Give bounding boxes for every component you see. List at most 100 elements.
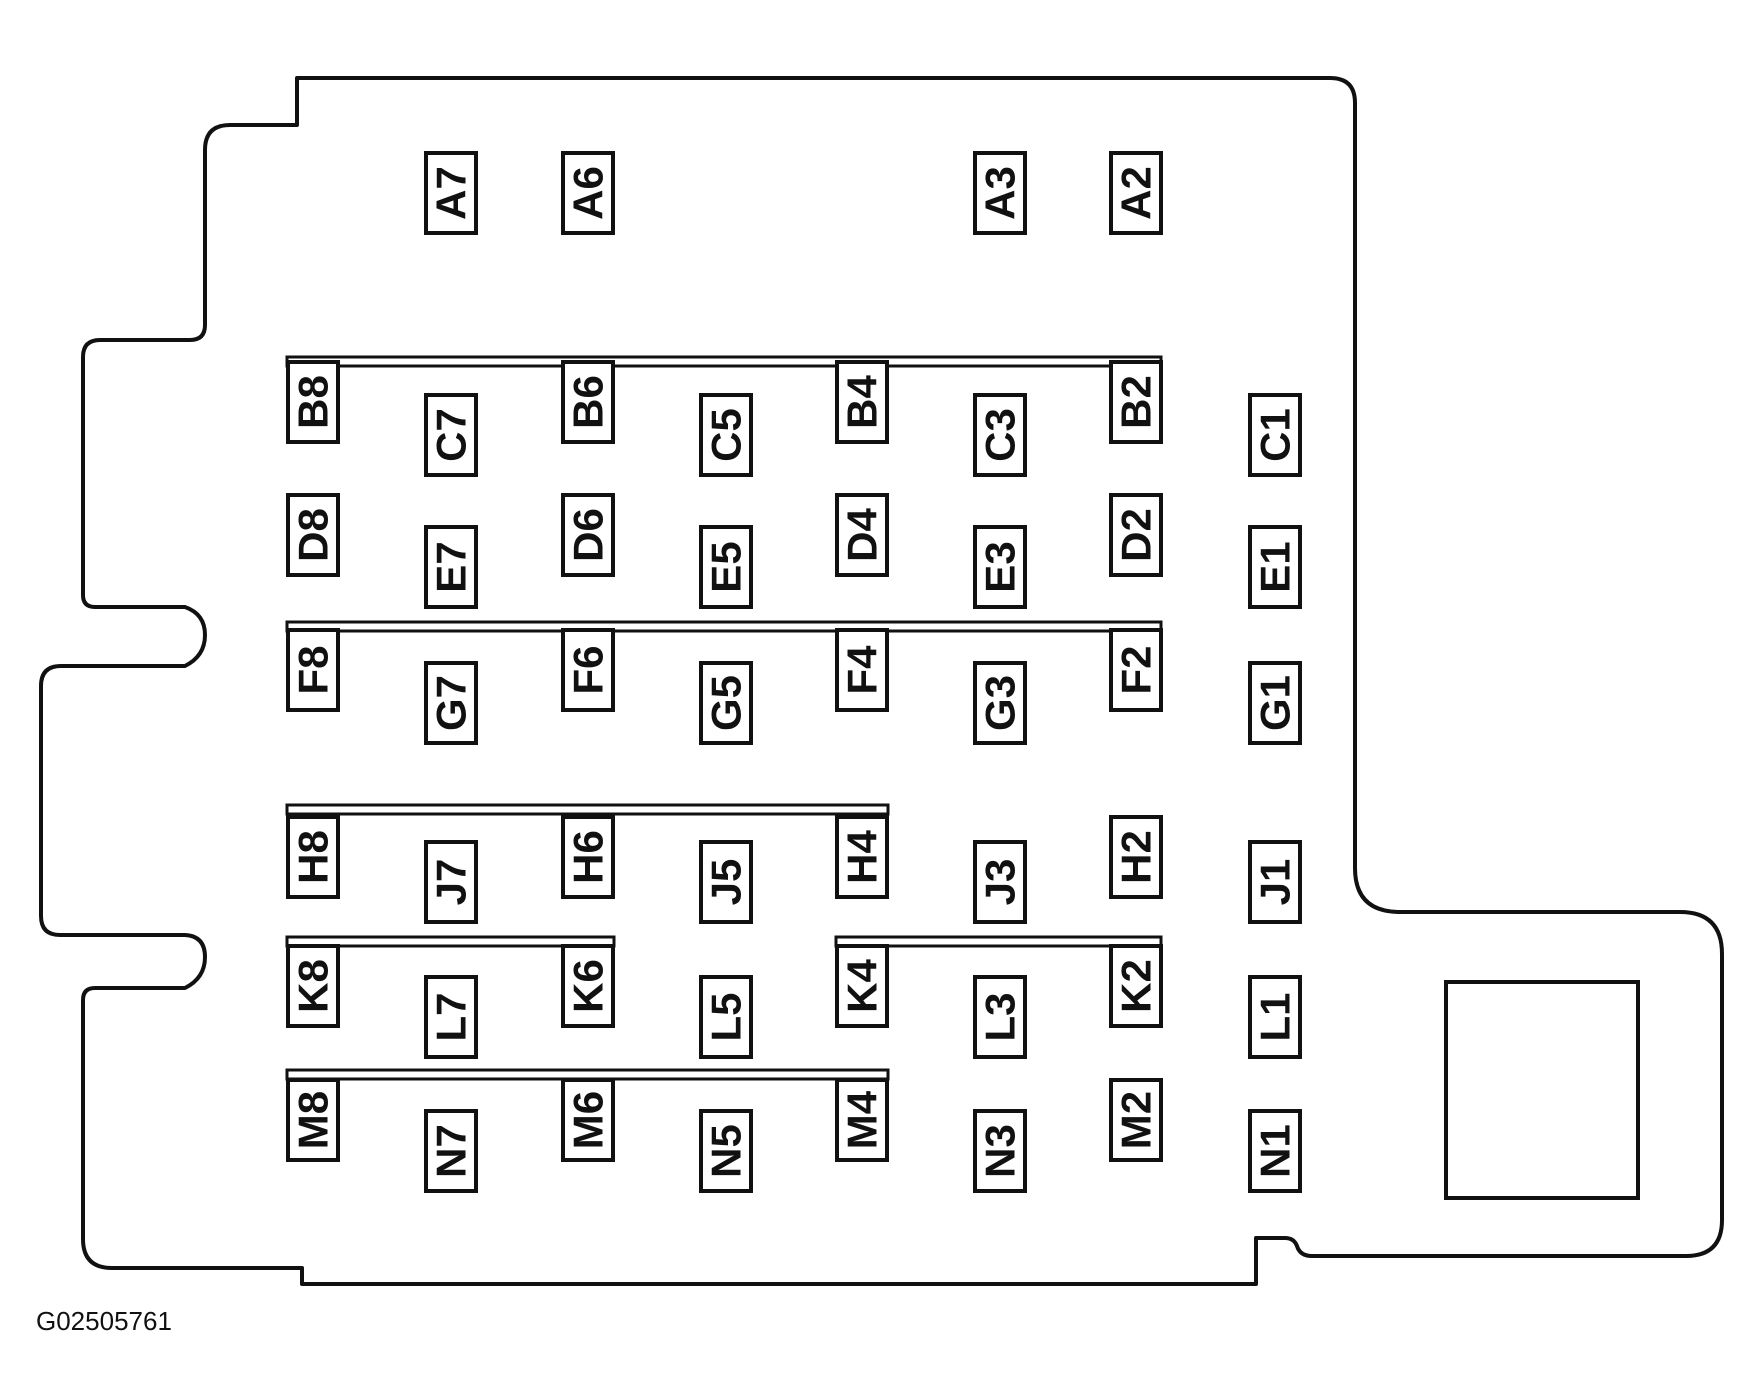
fuse-label: L1 — [1252, 992, 1299, 1041]
fuse-label: M4 — [839, 1090, 886, 1149]
fuse-box — [699, 525, 753, 609]
fuse-label: G5 — [703, 675, 750, 731]
fuse-label: C1 — [1252, 408, 1299, 462]
relay-socket — [1444, 980, 1640, 1200]
fuse-label: A6 — [565, 166, 612, 220]
bus-bar-k-left — [285, 935, 616, 948]
bus-bar-m — [285, 1068, 890, 1081]
fuse-label: J1 — [1252, 859, 1299, 906]
fuse-label: B8 — [290, 375, 337, 429]
fuse-l7: L7 — [424, 975, 478, 1059]
fuse-e7: E7 — [424, 525, 478, 609]
fuse-m8: M8 — [286, 1078, 340, 1162]
fuse-label: A7 — [428, 166, 475, 220]
fuse-l1: L1 — [1248, 975, 1302, 1059]
fuse-m2: M2 — [1109, 1078, 1163, 1162]
fuse-box — [1109, 493, 1163, 577]
fuse-panel-outline — [39, 76, 1724, 1286]
fuse-f2: F2 — [1109, 628, 1163, 712]
fuse-box — [286, 628, 340, 712]
fuse-label: N1 — [1252, 1124, 1299, 1178]
fuse-box — [973, 840, 1027, 924]
bus-bars — [285, 355, 1163, 1081]
fuse-box — [973, 525, 1027, 609]
fuse-label: A3 — [977, 166, 1024, 220]
fuse-b8: B8 — [286, 360, 340, 444]
fuse-h6: H6 — [561, 815, 615, 899]
fuse-box — [286, 360, 340, 444]
fuse-box — [835, 628, 889, 712]
bus-bar-b — [285, 355, 1163, 368]
fuse-j7: J7 — [424, 840, 478, 924]
fuse-label: H2 — [1113, 830, 1160, 884]
fuse-f8: F8 — [286, 628, 340, 712]
fuse-label: K6 — [565, 959, 612, 1013]
fuse-box — [973, 975, 1027, 1059]
fuse-box — [835, 360, 889, 444]
fuse-box — [1248, 840, 1302, 924]
fuse-box — [561, 944, 615, 1028]
bus-bar-k-right — [834, 935, 1163, 948]
fuse-b2: B2 — [1109, 360, 1163, 444]
fuse-label: G3 — [977, 675, 1024, 731]
fuse-label: N3 — [977, 1124, 1024, 1178]
fuse-box — [699, 975, 753, 1059]
fuse-box — [1248, 525, 1302, 609]
fuse-b4: B4 — [835, 360, 889, 444]
fuse-label: F4 — [839, 645, 886, 695]
fuse-c1: C1 — [1248, 393, 1302, 477]
fuse-d8: D8 — [286, 493, 340, 577]
fuse-n3: N3 — [973, 1109, 1027, 1193]
fuse-label: H8 — [290, 830, 337, 884]
fuse-label: E5 — [703, 541, 750, 592]
fuse-box — [1248, 661, 1302, 745]
fuse-a3: A3 — [973, 151, 1027, 235]
bus-bar-f — [285, 620, 1163, 633]
fuse-j3: J3 — [973, 840, 1027, 924]
fuse-box — [286, 493, 340, 577]
fuse-box — [424, 840, 478, 924]
fuse-a7: A7 — [424, 151, 478, 235]
fuse-box — [561, 1078, 615, 1162]
fuse-k2: K2 — [1109, 944, 1163, 1028]
fuse-n1: N1 — [1248, 1109, 1302, 1193]
fuse-h4: H4 — [835, 815, 889, 899]
fuse-label: A2 — [1113, 166, 1160, 220]
fuse-label: B6 — [565, 375, 612, 429]
fuse-box — [973, 151, 1027, 235]
fuse-box — [699, 393, 753, 477]
fuse-label: L3 — [977, 992, 1024, 1041]
fuse-l5: L5 — [699, 975, 753, 1059]
fuse-label: E7 — [428, 541, 475, 592]
fuse-box — [699, 1109, 753, 1193]
figure-id: G02505761 — [36, 1306, 172, 1336]
fuse-box — [1109, 151, 1163, 235]
fuse-box — [561, 815, 615, 899]
fuse-box — [835, 815, 889, 899]
fuse-box — [973, 393, 1027, 477]
fuse-box — [424, 1109, 478, 1193]
fuse-label: D6 — [565, 508, 612, 562]
fuse-box — [835, 493, 889, 577]
fuse-label: G7 — [428, 675, 475, 731]
fuse-label: L7 — [428, 992, 475, 1041]
fuse-box — [424, 975, 478, 1059]
fuse-c3: C3 — [973, 393, 1027, 477]
fuse-box — [286, 1078, 340, 1162]
fuse-n7: N7 — [424, 1109, 478, 1193]
fuse-label: C5 — [703, 408, 750, 462]
fuse-label: C3 — [977, 408, 1024, 462]
fuse-label: K8 — [290, 959, 337, 1013]
fuse-box — [973, 661, 1027, 745]
fuse-box — [973, 1109, 1027, 1193]
fuse-box — [699, 840, 753, 924]
fuse-label: J5 — [703, 859, 750, 906]
fuse-label: F6 — [565, 645, 612, 694]
fuse-label: H6 — [565, 830, 612, 884]
fuse-j5: J5 — [699, 840, 753, 924]
fuse-e1: E1 — [1248, 525, 1302, 609]
fuse-f6: F6 — [561, 628, 615, 712]
fuse-label: K4 — [839, 959, 886, 1013]
fuse-box — [424, 393, 478, 477]
fuse-g3: G3 — [973, 661, 1027, 745]
